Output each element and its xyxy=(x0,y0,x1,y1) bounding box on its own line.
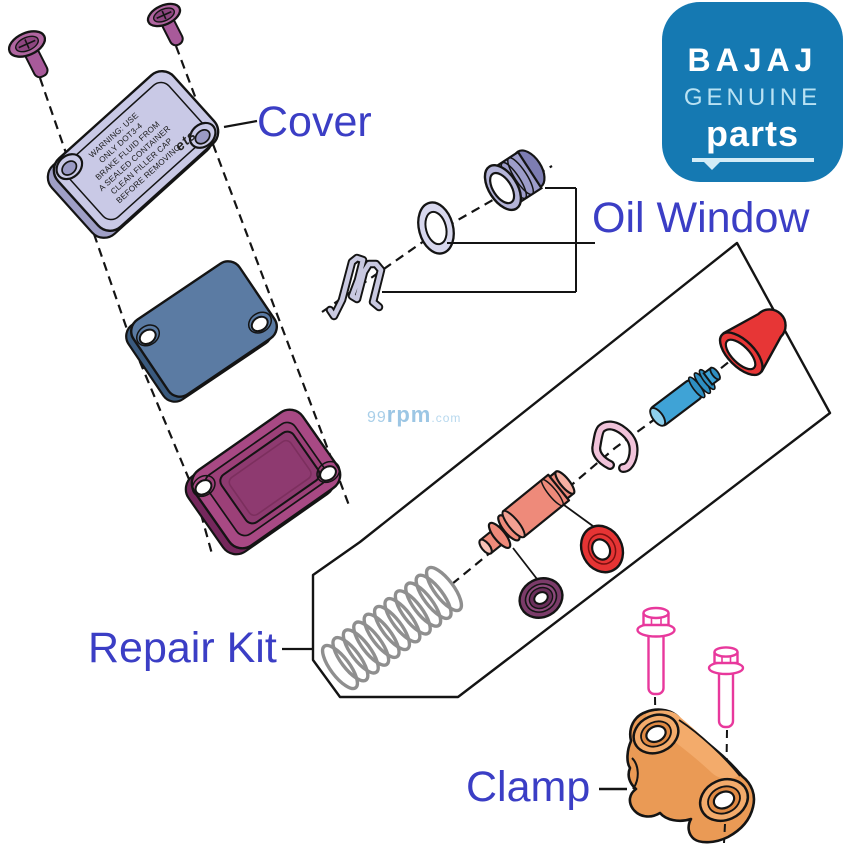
seal-ring xyxy=(579,524,625,574)
reservoir-hole-right xyxy=(316,460,341,484)
kit-axis-line xyxy=(451,339,757,585)
cover-hole-left xyxy=(55,153,84,181)
dust-boot xyxy=(718,308,787,377)
diaphragm-hole-left xyxy=(135,324,161,347)
oil-window-label: Oil Window xyxy=(592,194,810,242)
clamp-boss-left xyxy=(632,713,680,755)
cover-plate: WARNING: USE ONLY DOT3-4 BRAKE FLUID FRO… xyxy=(46,70,258,239)
watermark-name: rpm xyxy=(386,402,432,427)
badge-arrow-icon xyxy=(703,162,720,170)
push-rod xyxy=(649,366,721,427)
reservoir-body xyxy=(184,408,342,556)
repair-kit-label: Repair Kit xyxy=(88,624,277,672)
cover-hole-right xyxy=(188,121,217,149)
clamp-ridge-line xyxy=(678,719,741,777)
diaphragm-hole-right xyxy=(247,311,273,334)
cover-screw-right xyxy=(146,2,184,47)
circlip xyxy=(591,420,639,473)
master-piston xyxy=(478,470,576,555)
badge-parts: parts xyxy=(705,113,800,154)
cover-face xyxy=(52,70,220,232)
watermark: 99rpm.com xyxy=(367,402,461,428)
return-spring xyxy=(320,565,464,691)
window-gasket xyxy=(417,201,455,255)
watermark-tld: .com xyxy=(431,411,462,425)
repair-kit-panel xyxy=(282,241,832,699)
cover-screw-left xyxy=(7,30,49,79)
diaphragm-plate xyxy=(125,260,278,403)
clamp-bolt-right xyxy=(707,646,745,729)
badge-underline xyxy=(691,158,814,170)
cover-label: Cover xyxy=(257,98,372,146)
clamp-boss-right xyxy=(698,777,750,823)
bajaj-genuine-parts-badge: BAJAJ GENUINE parts xyxy=(662,2,843,182)
cover-callout-line xyxy=(223,119,258,129)
bolt-axis-tail xyxy=(723,823,726,844)
sight-glass xyxy=(483,149,546,212)
retaining-clip xyxy=(325,253,386,321)
panel-outline xyxy=(311,241,832,699)
seal-cup xyxy=(518,577,564,619)
oil-window-callout-bracket xyxy=(382,187,595,293)
glass-lens xyxy=(489,171,516,205)
reservoir-recess xyxy=(219,430,321,525)
reservoir-recess-line xyxy=(228,439,312,517)
handlebar-clamp xyxy=(599,708,756,844)
badge-brand: BAJAJ xyxy=(687,42,818,78)
oil-window-assembly xyxy=(321,149,595,321)
reservoir-hole-left xyxy=(191,474,216,498)
screw-slot xyxy=(156,10,172,20)
screw-head xyxy=(146,2,182,28)
clamp-bolt-left xyxy=(636,606,676,696)
seal-leader-lines xyxy=(512,504,598,580)
watermark-number: 99 xyxy=(367,409,387,426)
screw-head xyxy=(7,30,47,58)
diaphragm-face xyxy=(130,260,278,398)
clamp-arch-line xyxy=(631,757,639,790)
clamp-label: Clamp xyxy=(466,763,591,811)
screw-slot xyxy=(18,39,36,49)
badge-genuine: GENUINE xyxy=(683,84,822,111)
piston-groove xyxy=(540,478,565,507)
cover-inner-edge xyxy=(64,81,208,221)
